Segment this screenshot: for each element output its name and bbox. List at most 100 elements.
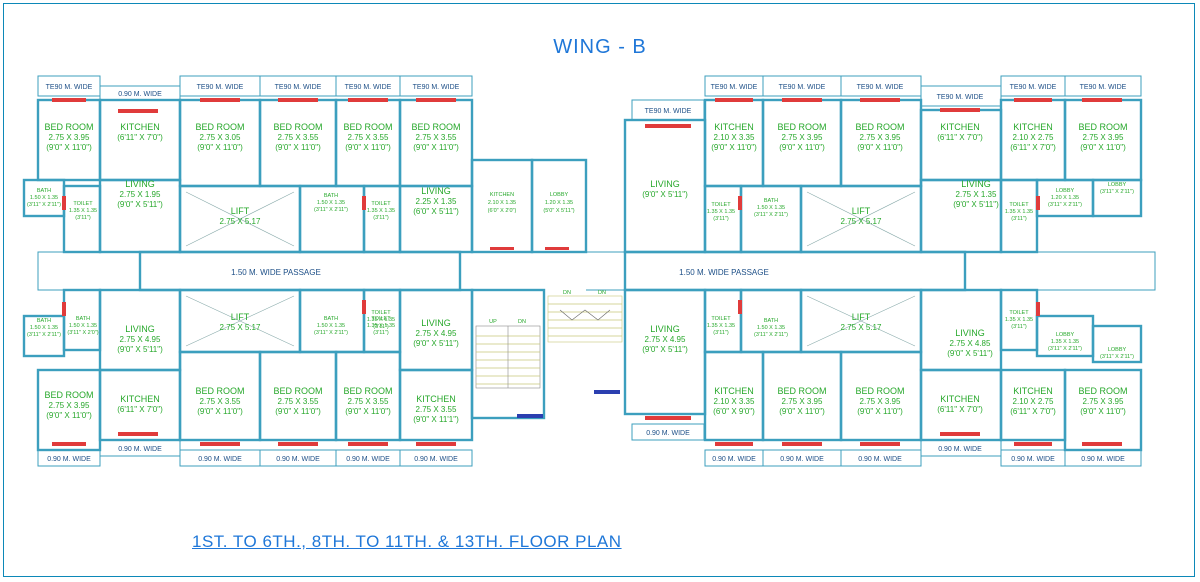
room-dimension-feet: (3'11") <box>713 330 729 336</box>
room-dimension-feet: (9'0" X 5'11") <box>117 345 163 354</box>
room-name: KITCHEN <box>1013 386 1053 396</box>
room-dimension: 2.25 X 1.35 <box>416 197 457 206</box>
balcony-label: 0.90 M. WIDE <box>276 456 320 463</box>
room-name: BED ROOM <box>411 122 460 132</box>
room-dimension-feet: (9'0" X 11'0") <box>1080 407 1126 416</box>
room-name: KITCHEN <box>714 386 754 396</box>
room-name: LIVING <box>421 186 451 196</box>
room-dimension: 1.35 X 1.35 <box>1005 317 1033 323</box>
room-name: TOILET <box>371 310 391 316</box>
room-name: BED ROOM <box>855 386 904 396</box>
room-dimension: 1.35 X 1.35 <box>69 208 97 214</box>
balcony-label: TE90 M. WIDE <box>1080 84 1127 91</box>
balcony-label: 0.90 M. WIDE <box>858 456 902 463</box>
room-name: LIFT <box>231 312 250 322</box>
room-name: LOBBY <box>1108 182 1127 188</box>
room-dimension: 2.10 X 3.35 <box>714 397 755 406</box>
balcony-label: 0.90 M. WIDE <box>346 456 390 463</box>
room-name: TOILET <box>1009 202 1029 208</box>
room-dimension-feet: (3'11" X 2'11") <box>314 330 348 336</box>
room-name: BATH <box>324 316 338 322</box>
room-dimension: 1.35 X 1.35 <box>367 323 395 329</box>
room-dimension-feet: (3'11") <box>373 215 389 221</box>
core-lobby-dim: 1.20 X 1.35 <box>545 200 573 206</box>
stair-down-label: DN <box>563 290 571 296</box>
room-dimension: 2.75 X 3.55 <box>416 133 457 142</box>
room-dimension-feet: (9'0" X 5'11") <box>642 345 688 354</box>
room-name: TOILET <box>371 316 391 322</box>
room-dimension-feet: (9'0" X 11'0") <box>197 407 243 416</box>
room-dimension-feet: (3'11") <box>1011 216 1027 222</box>
room-name: LIVING <box>125 324 155 334</box>
room-name: LIVING <box>955 328 985 338</box>
room-dimension-feet: (3'11" X 2'11") <box>27 332 61 338</box>
balcony-label: TE90 M. WIDE <box>46 84 93 91</box>
room-dimension-feet: (6'11" X 7'0") <box>1010 407 1056 416</box>
room-name: BED ROOM <box>343 122 392 132</box>
room-dimension-feet: (3'11") <box>75 215 91 221</box>
room-name: LOBBY <box>1108 347 1127 353</box>
room-dimension: 2.75 X 1.35 <box>956 190 997 199</box>
room-dimension: 2.10 X 2.75 <box>1013 133 1054 142</box>
room-dimension: 1.35 X 1.35 <box>707 209 735 215</box>
room-dimension-feet: (6'11" X 7'0") <box>1010 143 1056 152</box>
room-dimension: 2.75 X 5.17 <box>220 217 261 226</box>
room-name: TOILET <box>711 202 731 208</box>
room-dimension: 2.75 X 3.55 <box>278 397 319 406</box>
room-dimension-feet: (9'0" X 5'11") <box>413 339 459 348</box>
room-dimension-feet: (9'0" X 11'0") <box>711 143 757 152</box>
room-dimension: 2.75 X 4.95 <box>416 329 457 338</box>
room-name: BED ROOM <box>777 386 826 396</box>
room-dimension-feet: (9'0" X 11'0") <box>857 143 903 152</box>
room-dimension: 2.75 X 5.17 <box>841 217 882 226</box>
room-name: KITCHEN <box>940 122 980 132</box>
room-dimension: 2.75 X 1.95 <box>120 190 161 199</box>
room-dimension-feet: (3'11" X 2'11") <box>1100 354 1134 360</box>
room-name: LIVING <box>961 179 991 189</box>
balcony-label: 0.90 M. WIDE <box>1081 456 1125 463</box>
core-lobby-name: LOBBY <box>550 192 569 198</box>
room-dimension: 1.35 X 1.35 <box>1005 209 1033 215</box>
room-dimension: 2.10 X 2.75 <box>1013 397 1054 406</box>
room-dimension-feet: (6'11" X 7'0") <box>937 405 983 414</box>
room-dimension-feet: (9'0" X 11'0") <box>275 407 321 416</box>
room-dimension-feet: (3'11" X 2'11") <box>1048 202 1082 208</box>
room-name: TOILET <box>711 316 731 322</box>
room-name: BED ROOM <box>855 122 904 132</box>
room-dimension: 1.35 X 1.35 <box>707 323 735 329</box>
room-dimension-feet: (9'0" X 5'11") <box>953 200 999 209</box>
balcony-label: TE90 M. WIDE <box>711 84 758 91</box>
room-name: BED ROOM <box>273 386 322 396</box>
room-dimension: 2.75 X 3.55 <box>200 397 241 406</box>
balcony-label: 0.90 M. WIDE <box>712 456 756 463</box>
room-dimension-feet: (9'0" X 11'0") <box>345 143 391 152</box>
drawing-frame <box>3 3 1195 577</box>
room-name: BATH <box>324 193 338 199</box>
stair-up-label: UP <box>489 319 497 325</box>
room-dimension-feet: (3'11" X 2'11") <box>1048 346 1082 352</box>
room-dimension-feet: (9'0" X 11'0") <box>779 143 825 152</box>
room-dimension: 2.75 X 3.95 <box>782 133 823 142</box>
balcony-label: TE90 M. WIDE <box>779 84 826 91</box>
room-name: LIFT <box>231 206 250 216</box>
room-name: KITCHEN <box>940 394 980 404</box>
room-name: BED ROOM <box>343 386 392 396</box>
room-name: LIVING <box>650 179 680 189</box>
room-dimension: 2.75 X 3.95 <box>860 397 901 406</box>
room-dimension-feet: (6'0" X 9'0") <box>713 407 755 416</box>
room-dimension: 2.75 X 3.95 <box>1083 133 1124 142</box>
room-dimension-feet: (9'0" X 5'11") <box>947 349 993 358</box>
room-dimension: 2.75 X 3.95 <box>49 133 90 142</box>
room-dimension: 1.50 X 1.35 <box>317 323 345 329</box>
room-dimension-feet: (9'0" X 11'0") <box>46 143 92 152</box>
room-dimension: 2.75 X 3.95 <box>49 401 90 410</box>
room-dimension-feet: (6'11" X 7'0") <box>937 133 983 142</box>
room-name: BATH <box>37 318 51 324</box>
room-dimension: 2.75 X 4.95 <box>120 335 161 344</box>
room-dimension-feet: (3'11" X 2'11") <box>27 202 61 208</box>
room-name: BED ROOM <box>195 122 244 132</box>
passage-label: 1.50 M. WIDE PASSAGE <box>679 268 769 277</box>
room-name: BED ROOM <box>777 122 826 132</box>
room-dimension: 1.50 X 1.35 <box>757 205 785 211</box>
room-name: LIFT <box>852 206 871 216</box>
